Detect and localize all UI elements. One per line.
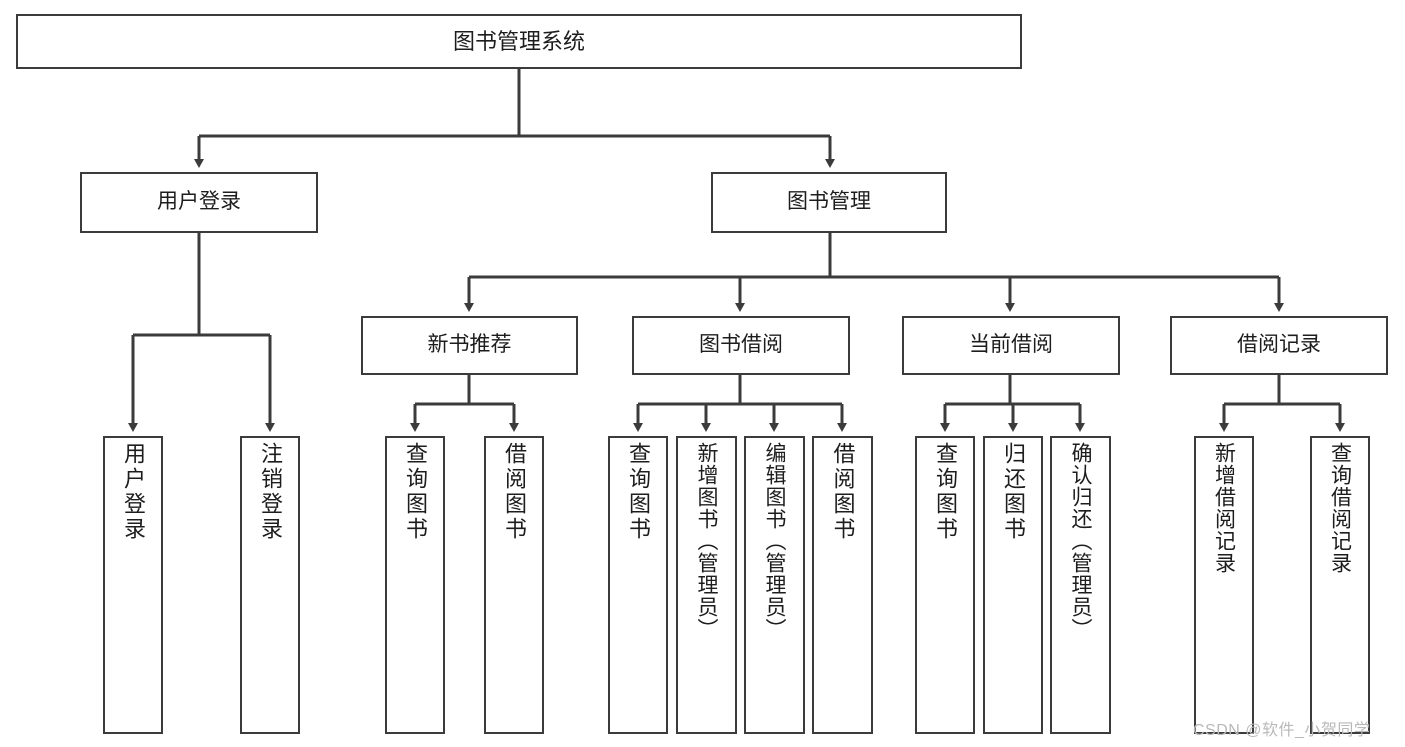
node-current-borrow[interactable]: 当前借阅: [902, 316, 1120, 375]
leaf-query-borrow-record[interactable]: 查询借阅记录: [1310, 436, 1370, 734]
leaf-user-login[interactable]: 用户登录: [103, 436, 163, 734]
leaf-user-logout[interactable]: 注销登录: [240, 436, 300, 734]
node-label: 新书推荐: [427, 333, 512, 357]
leaf-edit-book-admin[interactable]: 编辑图书（管理员）: [744, 436, 805, 734]
leaf-query-book-current[interactable]: 查询图书: [915, 436, 975, 734]
node-label: 用户登录: [157, 190, 241, 214]
node-label: 借阅图书: [502, 442, 527, 542]
node-label: 编辑图书（管理员）: [763, 442, 786, 640]
node-label: 确认归还（管理员）: [1069, 442, 1092, 640]
node-label: 当前借阅: [969, 333, 1053, 357]
leaf-confirm-return-admin[interactable]: 确认归还（管理员）: [1050, 436, 1111, 734]
node-label: 查询图书: [403, 442, 428, 542]
node-label: 注销登录: [258, 442, 283, 542]
node-label: 新增图书（管理员）: [695, 442, 718, 640]
leaf-borrow-book[interactable]: 借阅图书: [812, 436, 873, 734]
leaf-add-book-admin[interactable]: 新增图书（管理员）: [676, 436, 737, 734]
leaf-return-book[interactable]: 归还图书: [983, 436, 1043, 734]
leaf-borrow-book-recommend[interactable]: 借阅图书: [484, 436, 544, 734]
node-book-management[interactable]: 图书管理: [711, 172, 947, 233]
node-label: 借阅记录: [1237, 333, 1321, 357]
node-label: 查询图书: [626, 442, 651, 542]
node-label: 借阅图书: [830, 442, 856, 542]
node-label: 图书管理系统: [452, 28, 585, 54]
node-root-system[interactable]: 图书管理系统: [16, 14, 1022, 69]
node-label: 图书管理: [787, 190, 871, 214]
node-user-login[interactable]: 用户登录: [80, 172, 318, 233]
node-label: 归还图书: [1001, 442, 1026, 542]
node-label: 查询借阅记录: [1328, 442, 1352, 574]
leaf-query-book-recommend[interactable]: 查询图书: [385, 436, 445, 734]
node-label: 图书借阅: [699, 333, 783, 357]
node-label: 新增借阅记录: [1212, 442, 1236, 574]
watermark-text: CSDN @软件_小贺同学: [1193, 722, 1371, 739]
node-new-book-recommend[interactable]: 新书推荐: [361, 316, 578, 375]
leaf-query-book-borrow[interactable]: 查询图书: [608, 436, 668, 734]
leaf-add-borrow-record[interactable]: 新增借阅记录: [1194, 436, 1254, 734]
node-label: 查询图书: [933, 442, 958, 542]
node-borrow-record[interactable]: 借阅记录: [1170, 316, 1388, 375]
node-label: 用户登录: [121, 442, 146, 542]
node-book-borrow[interactable]: 图书借阅: [632, 316, 850, 375]
